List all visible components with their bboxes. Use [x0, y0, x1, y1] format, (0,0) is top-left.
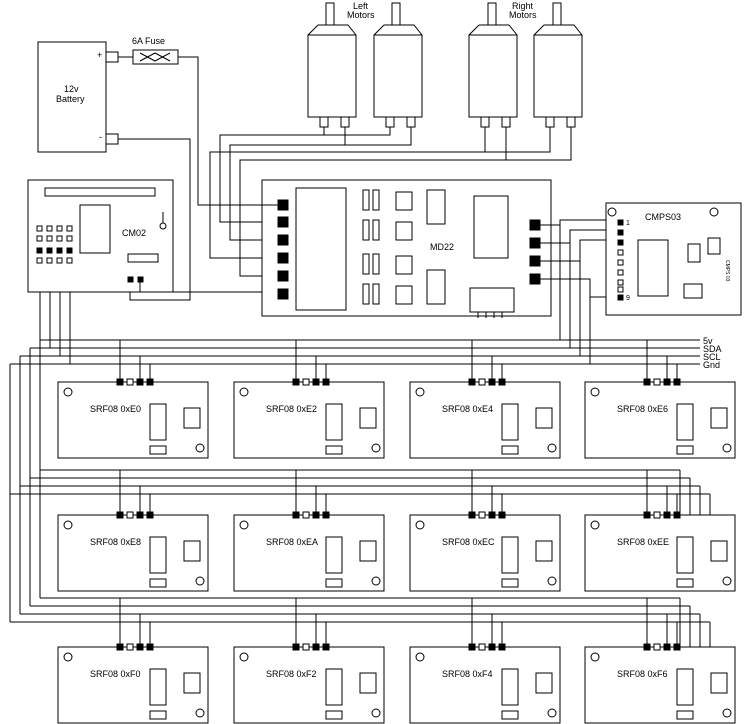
srf08-module: SRF08 0xF6 [584, 598, 736, 724]
cmps03-chip-text: CMPS 03 [724, 260, 730, 282]
srf08-label: SRF08 0xF0 [90, 669, 141, 679]
motor-2 [373, 2, 423, 128]
left-motors-label-2: Motors [347, 10, 375, 20]
srf08-module: SRF08 0xEE [584, 470, 736, 592]
cmps03-pin1: 1 [626, 220, 630, 227]
md22-label: MD22 [430, 242, 454, 252]
srf08-label: SRF08 0xE6 [617, 404, 668, 414]
srf08-label: SRF08 0xF4 [442, 669, 493, 679]
motor-4 [533, 2, 583, 128]
cmps03-label: CMPS03 [645, 212, 681, 222]
fuse-label: 6A Fuse [132, 36, 165, 46]
srf08-module: SRF08 0xE6 [584, 340, 736, 459]
motor-1 [307, 2, 357, 128]
cm02-label: CM02 [122, 228, 146, 238]
srf08-label: SRF08 0xF2 [266, 669, 317, 679]
right-motors-label-1: Right [512, 1, 534, 11]
cmps03-board: CMPS03 1 9 CMPS 03 [605, 202, 742, 316]
left-motors-label-1: Left [353, 1, 369, 11]
srf08-module: SRF08 0xEA [233, 470, 385, 592]
motor-3 [468, 2, 518, 128]
battery-minus: - [99, 132, 102, 142]
battery: 12v Battery + - [37, 41, 119, 153]
srf08-module: SRF08 0xF0 [57, 598, 209, 724]
md22-motor-terminals [277, 199, 289, 300]
srf08-label: SRF08 0xE0 [90, 404, 141, 414]
motors: Left Motors Right Motors [307, 1, 583, 128]
srf08-label: SRF08 0xE4 [442, 404, 493, 414]
fuse: 6A Fuse [132, 36, 179, 65]
srf08-label: SRF08 0xEC [442, 537, 495, 547]
battery-label-line1: 12v [64, 84, 79, 94]
srf08-module: SRF08 0xE0 [57, 340, 209, 459]
srf08-module: SRF08 0xF4 [409, 598, 561, 724]
srf08-module: SRF08 0xEC [409, 470, 561, 592]
srf08-label: SRF08 0xEE [617, 537, 669, 547]
srf08-label: SRF08 0xEA [266, 537, 318, 547]
bus-label-scl: SCL [703, 352, 721, 362]
right-motors-label-2: Motors [509, 10, 537, 20]
sonar-modules: SRF08 0xE0 SRF08 0xE2 SRF08 0xE4 SRF08 0xE6… [57, 340, 736, 724]
cmps03-pin9: 9 [626, 295, 630, 302]
cm02-pin-grid [36, 225, 73, 264]
battery-plus: + [97, 50, 102, 60]
srf08-module: SRF08 0xE2 [233, 340, 385, 459]
srf08-label: SRF08 0xE8 [90, 537, 141, 547]
srf08-label: SRF08 0xF6 [617, 669, 668, 679]
cm02-board: CM02 [27, 179, 278, 293]
bus-label-5v: 5v [703, 336, 713, 346]
bus-label-gnd: Gnd [703, 360, 720, 370]
srf08-module: SRF08 0xE4 [409, 340, 561, 459]
srf08-module: SRF08 0xF2 [233, 598, 385, 724]
srf08-label: SRF08 0xE2 [266, 404, 317, 414]
md22-board: MD22 [261, 179, 552, 318]
i2c-bus [9, 240, 711, 650]
battery-label-line2: Battery [56, 94, 85, 104]
srf08-module: SRF08 0xE8 [57, 470, 209, 592]
bus-label-sda: SDA [703, 344, 722, 354]
